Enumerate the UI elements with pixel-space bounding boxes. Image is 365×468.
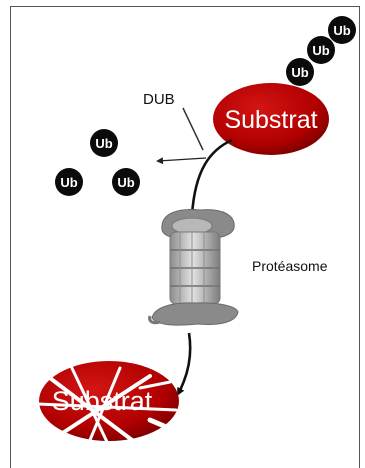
ub-label: Ub — [117, 175, 134, 190]
figure-frame — [10, 6, 360, 468]
dub-label: DUB — [143, 91, 175, 108]
proteasome-icon — [148, 209, 239, 326]
ub-circle — [90, 129, 118, 157]
ub-label: Ub — [291, 65, 308, 80]
ubiquitin-chain: Ub Ub Ub — [286, 16, 356, 86]
ub-circle — [286, 58, 314, 86]
ub-label: Ub — [60, 175, 77, 190]
degraded-substrate: Substrat — [36, 361, 181, 446]
released-ubiquitins: Ub Ub Ub — [55, 129, 140, 196]
dub-pointer-line — [182, 107, 204, 151]
substrate-to-proteasome-arrow — [188, 138, 233, 217]
ub-label: Ub — [333, 23, 350, 38]
proteasome-to-degraded-arrow — [176, 332, 192, 396]
substrate: Substrat — [213, 83, 329, 155]
degradation-cut-lines — [36, 362, 181, 446]
ub-label: Ub — [312, 43, 329, 58]
release-arrow — [156, 157, 207, 165]
substrate-ellipse — [213, 83, 329, 155]
ub-circle — [55, 168, 83, 196]
ub-circle — [328, 16, 356, 44]
substrate-label: Substrat — [224, 106, 317, 134]
ub-circle — [112, 168, 140, 196]
ub-label: Ub — [95, 136, 112, 151]
ub-circle — [307, 36, 335, 64]
proteasome-label: Protéasome — [252, 258, 328, 274]
